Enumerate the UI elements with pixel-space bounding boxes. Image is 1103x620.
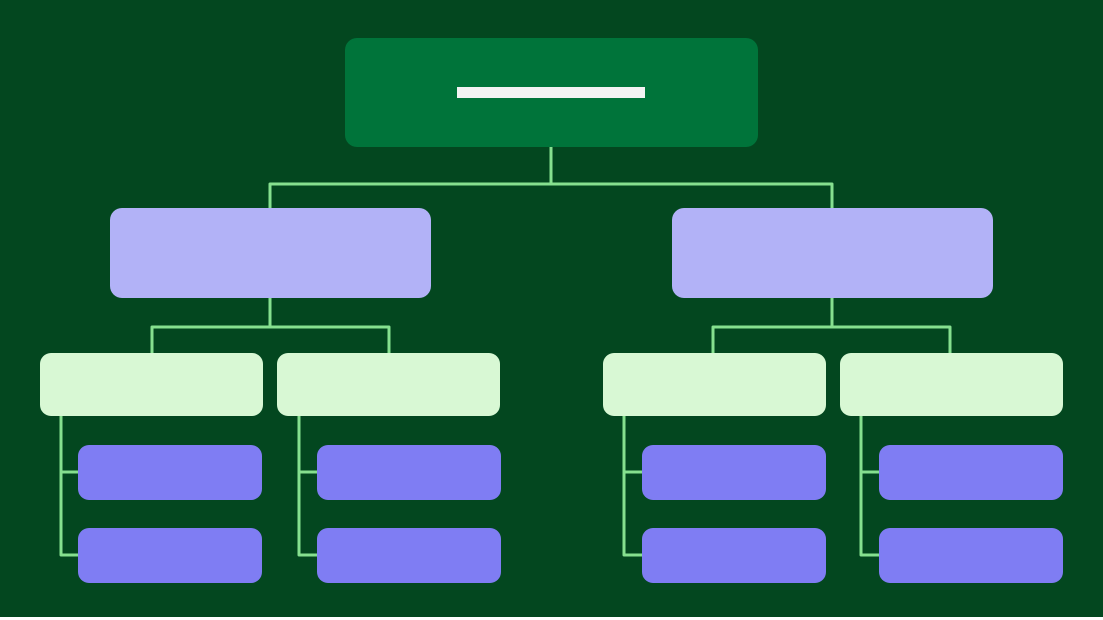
leaf-node-2a [317, 445, 501, 500]
leaf-node-1a [78, 445, 262, 500]
sub-node-3 [603, 353, 826, 416]
leaf-node-1b [78, 528, 262, 583]
branch-node-right [672, 208, 993, 298]
root-node [345, 38, 758, 147]
connector-leaf-group-4 [859, 416, 879, 557]
leaf-node-3a [642, 445, 826, 500]
leaf-node-4b [879, 528, 1063, 583]
sub-node-1 [40, 353, 263, 416]
leaf-node-2b [317, 528, 501, 583]
sub-node-2 [277, 353, 500, 416]
connector-left-branch [150, 298, 391, 353]
connector-leaf-group-3 [622, 416, 642, 557]
leaf-node-3b [642, 528, 826, 583]
leaf-node-4a [879, 445, 1063, 500]
connector-right-branch [711, 298, 952, 353]
root-title-bar [457, 87, 645, 98]
connector-leaf-group-1 [59, 416, 78, 557]
branch-node-left [110, 208, 431, 298]
sub-node-4 [840, 353, 1063, 416]
connector-root [268, 147, 834, 208]
connector-leaf-group-2 [297, 416, 317, 557]
